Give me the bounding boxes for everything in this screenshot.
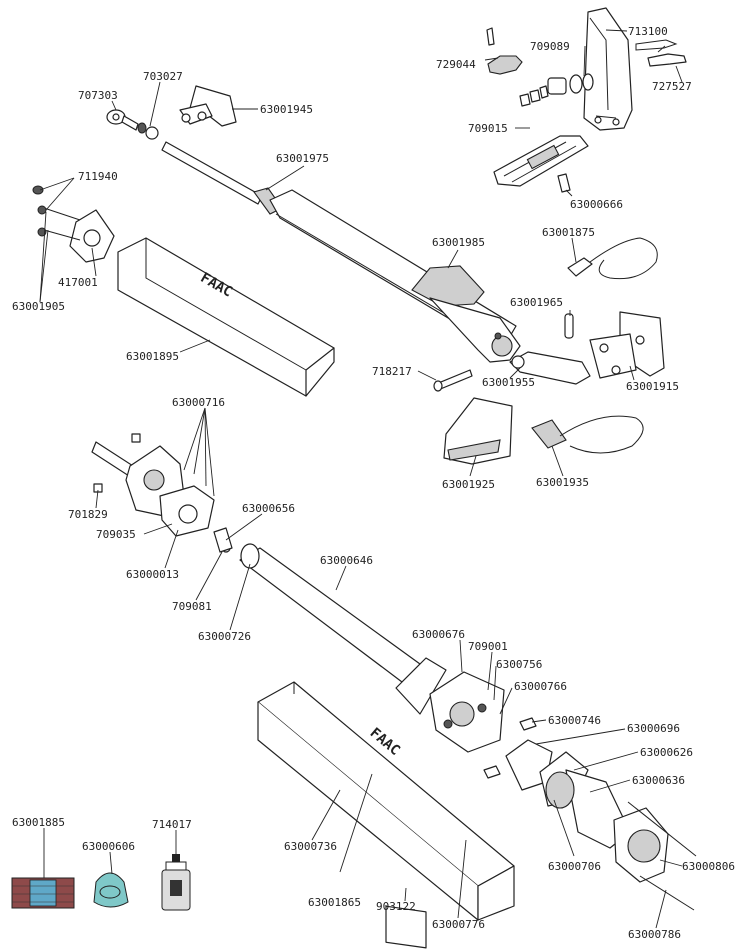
lock-cylinder-part bbox=[519, 73, 594, 107]
label-729044: 729044 bbox=[436, 58, 476, 71]
release-key-part bbox=[635, 39, 687, 67]
piston-rod-part bbox=[161, 141, 283, 215]
label-63001955: 63001955 bbox=[482, 376, 535, 389]
mesh-pad-part bbox=[11, 877, 75, 909]
label-63001895: 63001895 bbox=[126, 350, 179, 363]
label-63001945: 63001945 bbox=[260, 103, 313, 116]
label-63000656: 63000656 bbox=[242, 502, 295, 515]
label-63001865: 63001865 bbox=[308, 896, 361, 909]
mounting-bracket-part bbox=[443, 397, 513, 465]
encoder-cable-part bbox=[531, 415, 644, 454]
label-718217: 718217 bbox=[372, 365, 412, 378]
label-63001905: 63001905 bbox=[12, 300, 65, 313]
label-63000626: 63000626 bbox=[640, 746, 693, 759]
label-63000746: 63000746 bbox=[548, 714, 601, 727]
label-63001975: 63001975 bbox=[276, 152, 329, 165]
outer-housing-part: FAAC bbox=[257, 681, 515, 921]
label-63001875: 63001875 bbox=[542, 226, 595, 239]
label-63000646: 63000646 bbox=[320, 554, 373, 567]
label-sticker-part bbox=[385, 905, 427, 949]
label-709015: 709015 bbox=[468, 122, 508, 135]
rear-bracket-part bbox=[589, 311, 665, 379]
label-63000726: 63000726 bbox=[198, 630, 251, 643]
label-63000716: 63000716 bbox=[172, 396, 225, 409]
leader-lines bbox=[39, 29, 683, 929]
label-63001935: 63001935 bbox=[536, 476, 589, 489]
label-709035: 709035 bbox=[96, 528, 136, 541]
label-63001915: 63001915 bbox=[626, 380, 679, 393]
label-63000736: 63000736 bbox=[284, 840, 337, 853]
label-709089: 709089 bbox=[530, 40, 570, 53]
label-63000666: 63000666 bbox=[570, 198, 623, 211]
label-63000786: 63000786 bbox=[628, 928, 681, 941]
label-63000606: 63000606 bbox=[82, 840, 135, 853]
label-63000806: 63000806 bbox=[682, 860, 735, 873]
lever-part bbox=[509, 351, 591, 385]
flange-plate-part bbox=[395, 657, 447, 715]
label-727527: 727527 bbox=[652, 80, 692, 93]
label-63000696: 63000696 bbox=[627, 722, 680, 735]
motor-flange-part bbox=[91, 433, 215, 537]
label-903122: 903122 bbox=[376, 900, 416, 913]
oil-bottle-part bbox=[161, 854, 191, 911]
cable-part bbox=[567, 237, 658, 280]
part-labels: 713100 709089 729044 727527 707303 70302… bbox=[12, 25, 735, 941]
label-63000013: 63000013 bbox=[126, 568, 179, 581]
label-714017: 714017 bbox=[152, 818, 192, 831]
label-63000776: 63000776 bbox=[432, 918, 485, 931]
drive-shaft-part bbox=[213, 527, 233, 553]
front-bracket-part bbox=[179, 85, 237, 127]
pin-bolt-part bbox=[433, 369, 473, 392]
hardware-bag-part bbox=[93, 872, 129, 908]
label-6300756: 6300756 bbox=[496, 658, 542, 671]
label-701829: 701829 bbox=[68, 508, 108, 521]
cover-shell-part: FAAC bbox=[117, 237, 335, 397]
label-63001885: 63001885 bbox=[12, 816, 65, 829]
label-63001985: 63001985 bbox=[432, 236, 485, 249]
label-711940: 711940 bbox=[78, 170, 118, 183]
rod-end-part bbox=[106, 109, 159, 140]
label-63001965: 63001965 bbox=[510, 296, 563, 309]
label-417001: 417001 bbox=[58, 276, 98, 289]
label-63000636: 63000636 bbox=[632, 774, 685, 787]
label-709001: 709001 bbox=[468, 640, 508, 653]
label-707303: 707303 bbox=[78, 89, 118, 102]
motor-end-bell-part bbox=[613, 801, 697, 911]
gear-housing-part bbox=[429, 671, 505, 753]
release-knob-part bbox=[486, 27, 523, 75]
actuator-body-part bbox=[269, 189, 521, 363]
end-bracket-part bbox=[583, 7, 633, 131]
label-63000676: 63000676 bbox=[412, 628, 465, 641]
label-713100: 713100 bbox=[628, 25, 668, 38]
label-709081: 709081 bbox=[172, 600, 212, 613]
label-63000706: 63000706 bbox=[548, 860, 601, 873]
cover-plate-part bbox=[493, 135, 589, 193]
bearing-part bbox=[483, 717, 537, 779]
end-cap-part bbox=[32, 185, 115, 263]
label-703027: 703027 bbox=[143, 70, 183, 83]
label-63000766: 63000766 bbox=[514, 680, 567, 693]
electric-motor-part bbox=[505, 739, 631, 849]
label-63001925: 63001925 bbox=[442, 478, 495, 491]
pin-part bbox=[564, 313, 574, 339]
